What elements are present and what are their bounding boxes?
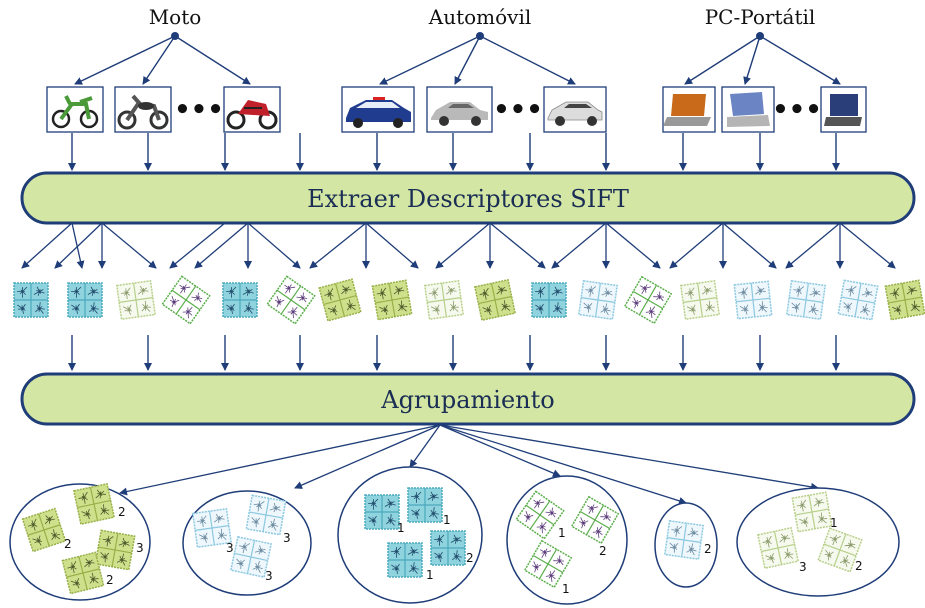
category-tree-arrows (74, 35, 841, 85)
sift-descriptor-tile (837, 279, 879, 321)
sift-descriptor-tile (364, 494, 400, 530)
cluster-tiles (21, 482, 863, 595)
cluster-count: 2 (704, 542, 712, 556)
sift-descriptor-tile (266, 275, 316, 325)
sift-descriptor-tile (430, 530, 466, 566)
cluster-count: 2 (855, 559, 863, 573)
ellipsis-automovil: ••• (493, 95, 543, 125)
thumbnail-police-car (341, 86, 415, 133)
sift-descriptor-tile (531, 282, 567, 318)
sift-descriptor-tile (523, 539, 573, 589)
sift-descriptor-tile (473, 278, 517, 322)
cluster-count: 3 (136, 541, 144, 555)
cluster-count: 2 (599, 544, 607, 558)
sift-descriptor-tile (13, 282, 49, 318)
sift-descriptor-tile (623, 275, 673, 325)
thumbnail-laptop-3 (820, 86, 867, 133)
arrows-to-sift (68, 133, 840, 171)
cluster-count: 1 (562, 582, 570, 596)
cluster-count: 1 (558, 526, 566, 540)
cluster-count: 2 (64, 537, 72, 551)
cluster-count: 1 (426, 568, 434, 582)
thumbnail-laptop-1 (662, 86, 716, 133)
sift-extraction-bar (20, 171, 916, 225)
cluster-count: 2 (106, 573, 114, 587)
sift-descriptor-tile (756, 526, 800, 570)
cluster-count: 3 (226, 541, 234, 555)
sift-descriptor-tile (407, 487, 443, 523)
cluster-count: 3 (283, 531, 291, 545)
sift-descriptor-tile (387, 542, 423, 578)
ellipsis-pc-portatil: ••• (772, 95, 822, 125)
descriptor-row (13, 275, 925, 325)
sift-descriptor-tile (791, 491, 833, 533)
sift-descriptor-tile (61, 551, 105, 595)
cluster-count: 3 (265, 569, 273, 583)
sift-descriptor-tile (318, 278, 362, 322)
sift-descriptor-tile (884, 279, 925, 321)
category-label-pc-portatil: PC-Portátil (705, 5, 816, 29)
cluster-count: 1 (397, 521, 405, 535)
sift-descriptor-tile (733, 280, 773, 320)
category-label-moto: Moto (149, 5, 202, 29)
sift-descriptor-tile (67, 282, 103, 318)
sift-descriptor-tile (94, 529, 136, 571)
sift-descriptor-tile (245, 494, 287, 536)
arrows-from-sift (21, 222, 896, 269)
sift-extraction-label: Extraer Descriptores SIFT (307, 185, 629, 213)
clustering-bar (20, 372, 916, 426)
thumbnail-classic-car (426, 86, 493, 133)
cluster-ellipse-white-green (736, 487, 900, 597)
thumbnail-sedan (543, 86, 607, 133)
category-label-automovil: Automóvil (428, 5, 532, 29)
thumbnail-motocross (46, 86, 104, 133)
sift-descriptor-tile (222, 282, 258, 318)
sift-descriptor-tile (161, 275, 211, 325)
cluster-count: 1 (830, 516, 838, 530)
sift-descriptor-tile (423, 279, 465, 321)
cluster-count: 3 (799, 560, 807, 574)
sift-descriptor-tile (371, 279, 413, 321)
sift-descriptor-tile (72, 482, 116, 526)
sift-descriptor-tile (570, 495, 620, 545)
thumbnail-laptop-2 (721, 86, 775, 133)
cluster-count: 1 (443, 513, 451, 527)
ellipsis-moto: ••• (174, 95, 224, 125)
arrows-to-clustering (68, 335, 840, 371)
cluster-count: 2 (466, 551, 474, 565)
sift-descriptor-tile (577, 279, 619, 321)
thumbnail-chopper (114, 86, 172, 133)
arrows-to-clusters (119, 424, 819, 505)
clustering-label: Agrupamiento (380, 386, 554, 414)
sift-descriptor-tile (817, 527, 863, 573)
sift-descriptor-tile (115, 279, 157, 321)
sift-descriptor-tile (229, 535, 273, 579)
sift-descriptor-tile (679, 279, 721, 321)
cluster-count: 2 (118, 505, 126, 519)
sift-descriptor-tile (785, 279, 827, 321)
thumbnail-sportbike (223, 86, 281, 133)
sift-descriptor-tile (663, 519, 705, 561)
